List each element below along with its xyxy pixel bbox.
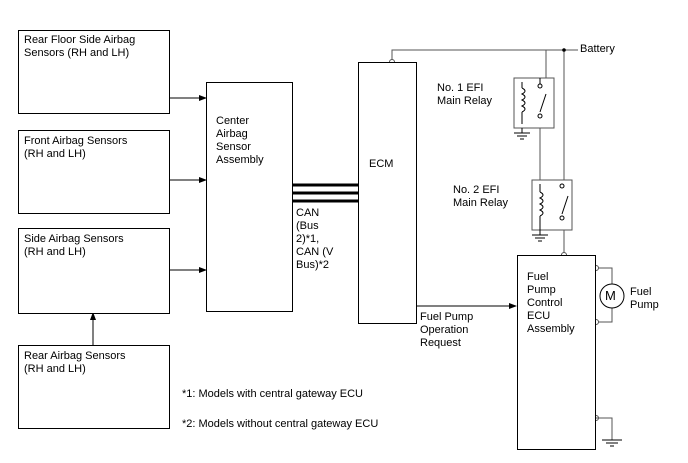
front-airbag-sensors-box: Front Airbag Sensors (RH and LH) [18,130,170,214]
rear-airbag-sensors-box: Rear Airbag Sensors (RH and LH) [18,345,170,429]
fuel-pump-ground-symbol [602,439,622,447]
ecm-label: ECM [369,158,394,170]
ecm-box: ECM [358,62,417,324]
fuel-pump-request-label: Fuel Pump Operation Request [420,311,474,349]
motor-m-label: M [605,288,616,303]
center-airbag-sensor-assembly-label: Center Airbag Sensor Assembly [216,115,264,166]
fuel-pump-control-ecu-label: Fuel Pump Control ECU Assembly [527,271,575,335]
motor-symbol [599,283,625,309]
efi1-relay-symbol [513,77,555,140]
side-airbag-sensors-box: Side Airbag Sensors (RH and LH) [18,228,170,314]
rear-floor-side-airbag-sensors-box: Rear Floor Side Airbag Sensors (RH and L… [18,30,170,114]
rear-airbag-sensors-label: Rear Airbag Sensors (RH and LH) [24,350,126,375]
center-airbag-sensor-assembly-box: Center Airbag Sensor Assembly [206,82,293,312]
efi2-relay-symbol [531,179,573,242]
battery-label: Battery [580,43,615,55]
efi1-relay-label: No. 1 EFI Main Relay [437,82,493,107]
front-airbag-sensors-label: Front Airbag Sensors (RH and LH) [24,135,128,160]
efi2-relay-label: No. 2 EFI Main Relay [453,184,509,209]
footnote-2: *2: Models without central gateway ECU [182,418,379,430]
side-airbag-sensors-label: Side Airbag Sensors (RH and LH) [24,233,124,258]
fuel-pump-control-ecu-box: Fuel Pump Control ECU Assembly [517,255,596,450]
can-bus-label: CAN (Bus 2)*1, CAN (V Bus)*2 [296,207,334,271]
fuel-pump-label: Fuel Pump [630,286,659,311]
rear-floor-side-airbag-sensors-label: Rear Floor Side Airbag Sensors (RH and L… [24,34,136,59]
footnote-1: *1: Models with central gateway ECU [182,388,363,400]
